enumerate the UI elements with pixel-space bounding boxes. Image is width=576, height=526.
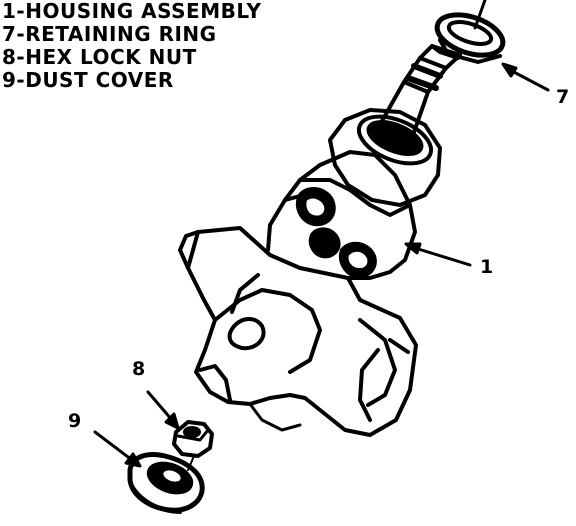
housing-assembly xyxy=(178,44,462,437)
leader-line-8 xyxy=(146,390,174,422)
dust-cover xyxy=(127,452,205,514)
arrowhead-7 xyxy=(501,62,518,78)
arrowhead-1 xyxy=(404,242,422,255)
callout-1: 1 xyxy=(480,256,494,278)
leader-line-7 xyxy=(508,68,550,92)
parts-legend: 1-HOUSING ASSEMBLY 7-RETAINING RING 8-HE… xyxy=(2,0,261,92)
arrowhead-8 xyxy=(164,412,180,430)
legend-item-hex-lock-nut: 8-HEX LOCK NUT xyxy=(2,45,197,69)
legend-item-dust-cover: 9-DUST COVER xyxy=(2,68,174,92)
callout-7: 7 xyxy=(556,86,570,108)
leader-line-9 xyxy=(93,430,134,462)
callout-8: 8 xyxy=(132,358,146,380)
leader-lines xyxy=(93,62,550,468)
retaining-ring xyxy=(434,0,506,64)
legend-item-housing: 1-HOUSING ASSEMBLY xyxy=(2,0,262,23)
callout-9: 9 xyxy=(68,410,82,432)
legend-item-retaining-ring: 7-RETAINING RING xyxy=(2,22,217,46)
leader-line-1 xyxy=(413,246,472,267)
arrowhead-9 xyxy=(124,452,142,468)
